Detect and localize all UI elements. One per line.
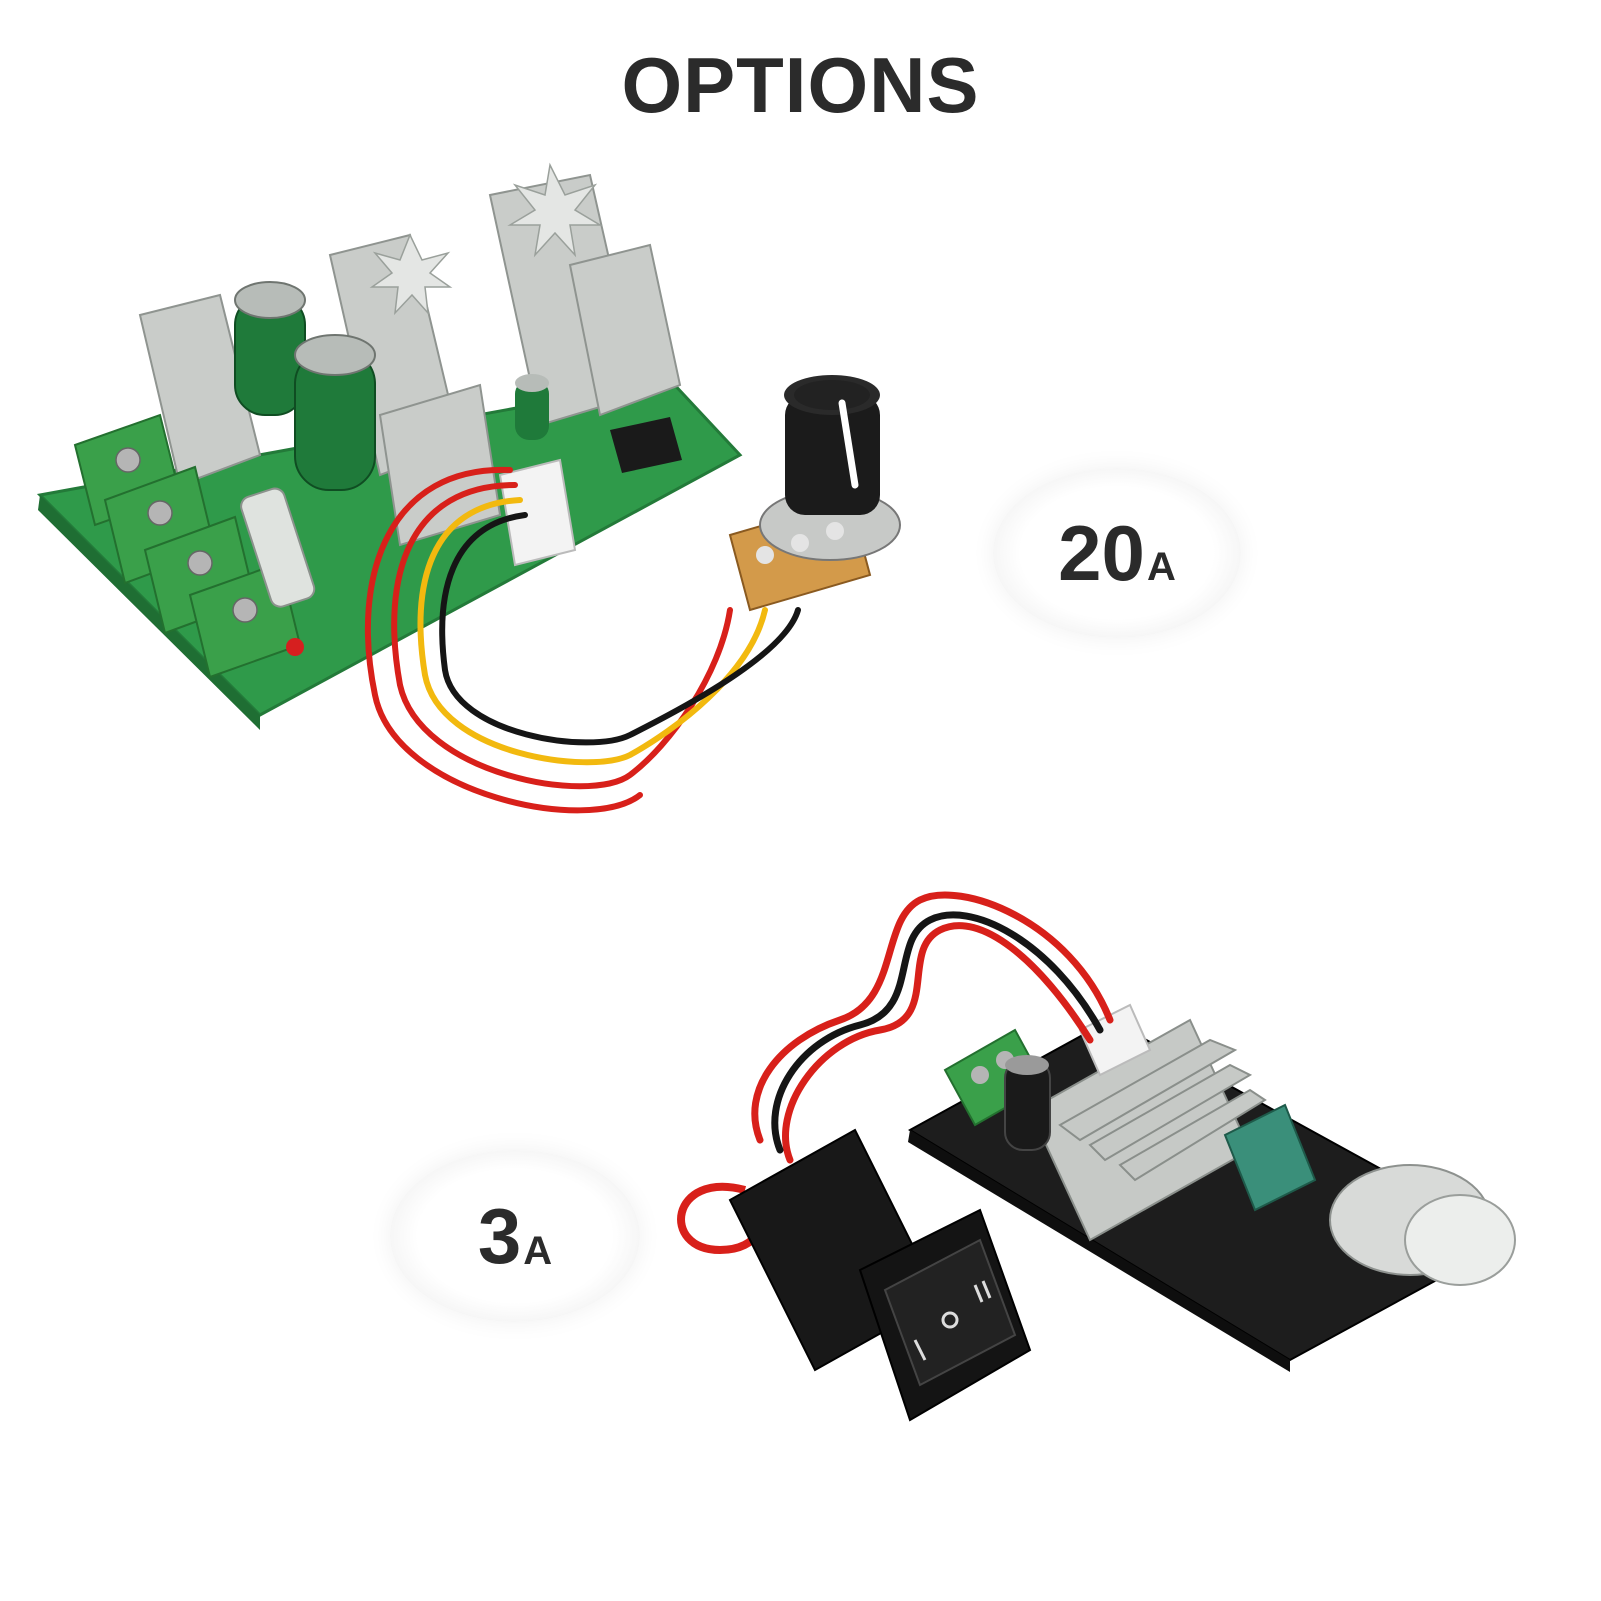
option-badge-3a: 3 A	[390, 1150, 640, 1322]
pwm-controller-3a-image	[677, 891, 1516, 1422]
pwm-controller-20a-image	[36, 162, 901, 814]
option-unit: A	[1146, 545, 1176, 589]
page-title: OPTIONS	[621, 41, 980, 129]
option-unit: A	[523, 1229, 553, 1273]
option-value: 20	[1058, 508, 1145, 597]
option-badge-20a: 20 A	[993, 468, 1241, 638]
option-value: 3	[477, 1191, 522, 1280]
